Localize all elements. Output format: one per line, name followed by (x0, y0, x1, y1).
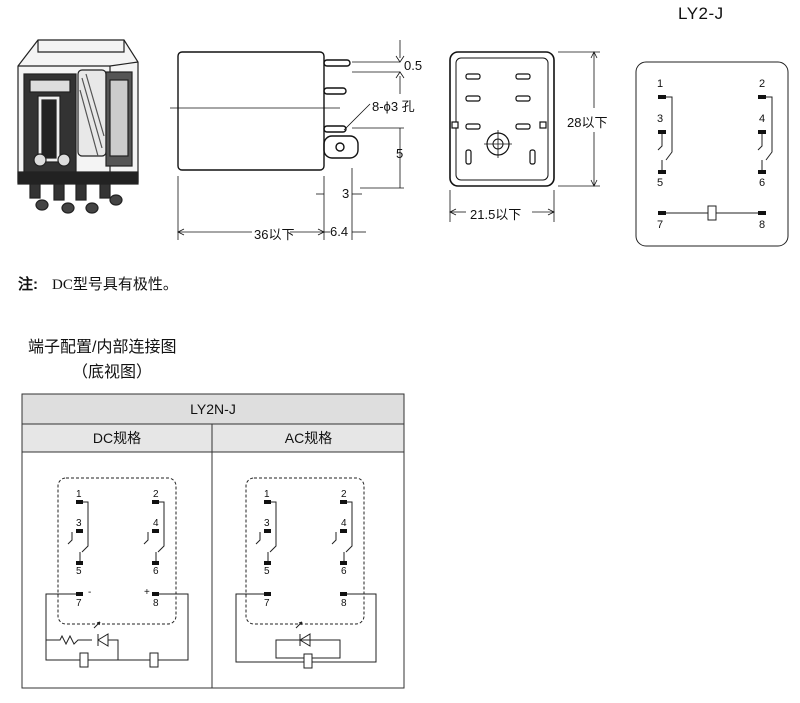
terminal-1: 1 (657, 78, 664, 90)
model-title: LY2-J (678, 4, 724, 23)
ac-terminal-2: 2 (341, 489, 347, 500)
ac-terminal-6: 6 (341, 566, 347, 577)
ly2n-table (21, 393, 405, 689)
dc-terminal-7: 7 (76, 598, 82, 609)
dim-body-length: 36以下 (254, 227, 295, 242)
dim-holes: 8-ϕ3 孔 (372, 99, 415, 114)
relay-photo (17, 39, 139, 214)
ac-circuit (235, 477, 377, 669)
dc-terminal-3: 3 (76, 518, 82, 529)
dim-width: 21.5以下 (470, 207, 522, 222)
ac-terminal-7: 7 (264, 598, 270, 609)
side-view (170, 40, 405, 240)
dc-terminal-5: 5 (76, 566, 82, 577)
table-title: LY2N-J (190, 401, 236, 417)
dc-terminal-4: 4 (153, 518, 159, 529)
terminal-4: 4 (759, 113, 766, 125)
terminal-3: 3 (657, 113, 664, 125)
section-subtitle: （底视图） (72, 364, 153, 381)
dc-header: DC规格 (92, 430, 142, 446)
note-text: DC型号具有极性。 (52, 277, 178, 293)
section-title: 端子配置/内部连接图 (28, 339, 177, 356)
ac-terminal-1: 1 (264, 489, 270, 500)
ac-terminal-4: 4 (341, 518, 347, 529)
note-label: 注: (18, 276, 38, 293)
dim-pin-thickness: 0.5 (404, 58, 423, 73)
dc-terminal-8: 8 (153, 598, 159, 609)
dim-pin-pitch: 3 (342, 186, 350, 201)
terminal-6: 6 (759, 177, 766, 189)
dc-terminal-2: 2 (153, 489, 159, 500)
terminal-8: 8 (759, 219, 766, 231)
dc-circuit (45, 477, 189, 668)
dc-terminal-1: 1 (76, 489, 82, 500)
plus-sign: + (144, 587, 150, 598)
terminal-5: 5 (657, 177, 664, 189)
note: 注: DC型号具有极性。 (18, 273, 178, 294)
dim-pin-offset: 5 (396, 146, 404, 161)
dc-terminal-6: 6 (153, 566, 159, 577)
bottom-view (449, 51, 600, 222)
ac-terminal-8: 8 (341, 598, 347, 609)
ac-terminal-3: 3 (264, 518, 270, 529)
terminal-2: 2 (759, 78, 766, 90)
ac-header: AC规格 (284, 430, 333, 446)
terminal-7: 7 (657, 219, 664, 231)
ac-terminal-5: 5 (264, 566, 270, 577)
dim-height: 28以下 (567, 115, 608, 130)
ly2j-terminal-diagram (635, 61, 789, 247)
minus-sign: - (88, 587, 92, 598)
dim-pin-length: 6.4 (330, 224, 349, 239)
